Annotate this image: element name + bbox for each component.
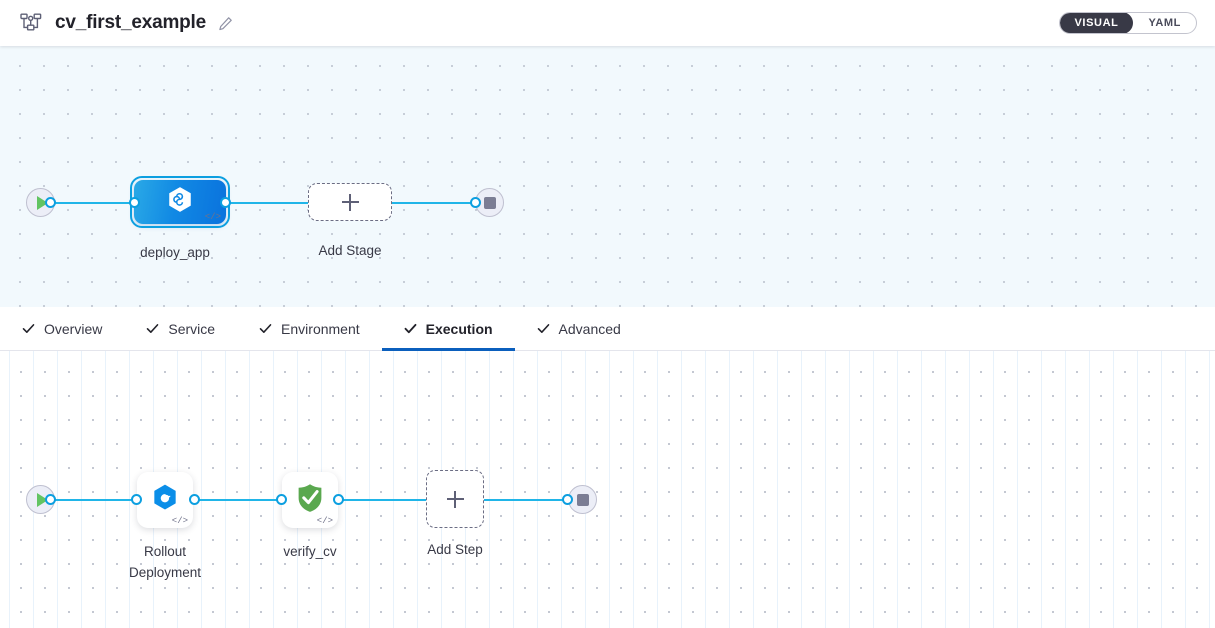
step-code-glyph-verify[interactable]: </> [316,516,333,526]
check-icon [259,322,272,335]
view-mode-toggle[interactable]: VISUAL YAML [1058,12,1197,34]
edge-start-to-deploy [48,202,140,204]
edge-rollout-to-verify [194,499,286,501]
port-start-out[interactable] [45,197,56,208]
toggle-option-yaml[interactable]: YAML [1148,17,1181,29]
add-step-button[interactable] [426,470,484,528]
green-shield-check-icon [294,482,326,519]
edge-verify-to-addstep [338,499,428,501]
execution-end-node[interactable] [568,485,597,514]
port-end-in[interactable] [470,197,481,208]
step-card-verify-cv[interactable]: </> [282,472,338,528]
tab-label-advanced: Advanced [558,320,621,337]
rollout-deployment-icon [149,482,181,519]
tab-label-service: Service [168,320,216,337]
step-card-rollout-deployment[interactable]: </> [137,472,193,528]
check-icon [537,322,550,335]
page-title: cv_first_example [55,12,207,33]
tab-label-overview: Overview [44,320,103,337]
play-icon [36,195,48,210]
port-rollout-in[interactable] [131,494,142,505]
pipeline-start-node[interactable] [26,188,55,217]
stop-icon [576,493,589,506]
stage-label-deploy-app: deploy_app [140,245,210,260]
add-step-label: Add Step [427,542,483,557]
play-icon [36,492,48,507]
stage-node-deploy-app[interactable]: </> [130,176,230,228]
tab-execution[interactable]: Execution [381,307,515,351]
tab-service[interactable]: Service [124,307,237,351]
port-rollout-out[interactable] [189,494,200,505]
tab-advanced[interactable]: Advanced [515,307,643,351]
check-icon [146,322,159,335]
pipeline-icon [20,13,42,33]
toggle-option-visual[interactable]: VISUAL [1059,13,1134,33]
header-bar: cv_first_example VISUAL YAML [0,0,1215,46]
edge-addstep-to-end [484,499,572,501]
port-exec-start-out[interactable] [45,494,56,505]
port-deploy-in[interactable] [129,197,140,208]
tab-label-execution: Execution [425,320,493,337]
tab-overview[interactable]: Overview [0,307,124,351]
check-icon [22,322,35,335]
plus-icon-vertical [349,193,351,211]
stage-canvas[interactable]: </> deploy_app Add Stage [0,46,1215,307]
port-verify-out[interactable] [333,494,344,505]
port-deploy-out[interactable] [220,197,231,208]
port-exec-end-in[interactable] [562,494,573,505]
port-verify-in[interactable] [276,494,287,505]
deployment-hexagon-infinity-icon [165,185,195,220]
step-label-verify-cv: verify_cv [283,544,337,559]
edge-addstage-to-end [392,202,486,204]
stop-icon [483,196,496,209]
add-stage-button[interactable] [308,183,392,221]
edge-start-to-rollout [48,499,140,501]
plus-icon-vertical [454,490,456,508]
stage-config-tabs[interactable]: Overview Service Environment Execution A… [0,307,1215,351]
step-label-rollout-deployment: Rollout Deployment [128,544,202,580]
stage-code-glyph[interactable]: </> [204,212,221,222]
execution-canvas[interactable]: </> Rollout Deployment </> verify_cv Add… [0,351,1215,628]
tab-environment[interactable]: Environment [237,307,382,351]
check-icon [404,322,417,335]
pencil-edit-icon[interactable] [218,16,233,31]
tab-label-environment: Environment [281,320,360,337]
step-code-glyph-rollout[interactable]: </> [171,516,188,526]
add-stage-label: Add Stage [318,243,382,258]
edge-deploy-to-addstage [224,202,310,204]
